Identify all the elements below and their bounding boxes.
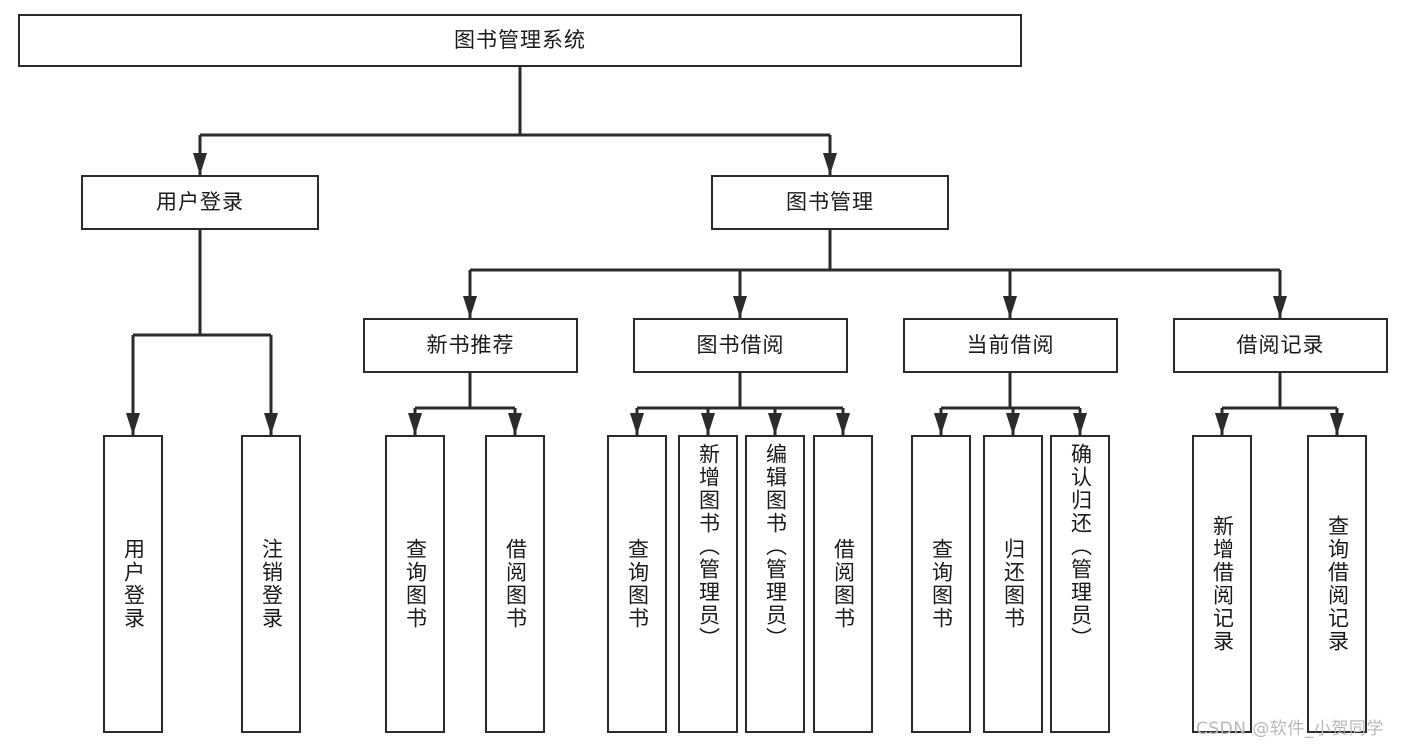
node-label: 图书管理 bbox=[786, 190, 874, 214]
bookmanage-to-level3-arrow-1 bbox=[733, 296, 747, 318]
node-label: 注销登录 bbox=[259, 538, 284, 630]
node-borrow-record[interactable]: 借阅记录 bbox=[1173, 318, 1388, 373]
bookborrow-to-leaves-arrow-2 bbox=[768, 413, 782, 435]
node-leaf-query-book-3[interactable]: 查询图书 bbox=[911, 435, 971, 733]
node-leaf-query-book-1[interactable]: 查询图书 bbox=[385, 435, 445, 733]
newbookrec-to-leaves-arrow-1 bbox=[508, 413, 522, 435]
bookmanage-to-level3-arrow-3 bbox=[1273, 296, 1287, 318]
node-label: 新书推荐 bbox=[426, 333, 515, 357]
bookmanage-to-level3-arrow-2 bbox=[1003, 296, 1017, 318]
node-label: 借阅记录 bbox=[1236, 333, 1325, 357]
node-leaf-logout[interactable]: 注销登录 bbox=[241, 435, 301, 733]
node-label: 用户登录 bbox=[156, 190, 244, 214]
newbookrec-to-leaves-arrow-0 bbox=[408, 413, 422, 435]
node-leaf-edit-book[interactable]: 编辑图书（管理员） bbox=[745, 435, 805, 733]
borrowrecord-to-leaves-arrow-1 bbox=[1330, 413, 1344, 435]
node-label: 新增借阅记录 bbox=[1210, 515, 1235, 653]
node-current-borrow[interactable]: 当前借阅 bbox=[903, 318, 1118, 373]
node-label: 查询借阅记录 bbox=[1325, 515, 1350, 653]
node-root[interactable]: 图书管理系统 bbox=[18, 14, 1022, 67]
root-to-level2-arrow-1 bbox=[823, 153, 837, 175]
node-label: 查询图书 bbox=[929, 538, 954, 630]
node-leaf-query-record[interactable]: 查询借阅记录 bbox=[1307, 435, 1367, 733]
node-label: 用户登录 bbox=[121, 538, 146, 630]
node-label: 借阅图书 bbox=[503, 538, 528, 630]
node-leaf-add-record[interactable]: 新增借阅记录 bbox=[1192, 435, 1252, 733]
node-label: 新增图书（管理员） bbox=[696, 443, 721, 650]
node-leaf-user-login[interactable]: 用户登录 bbox=[103, 435, 163, 733]
node-label: 当前借阅 bbox=[966, 333, 1055, 357]
node-leaf-query-book-2[interactable]: 查询图书 bbox=[607, 435, 667, 733]
node-leaf-borrow-book-2[interactable]: 借阅图书 bbox=[813, 435, 873, 733]
bookborrow-to-leaves-arrow-1 bbox=[701, 413, 715, 435]
node-label: 确认归还（管理员） bbox=[1068, 443, 1093, 650]
node-leaf-add-book[interactable]: 新增图书（管理员） bbox=[678, 435, 738, 733]
userlogin-to-leaves-arrow-0 bbox=[126, 413, 140, 435]
currentborrow-to-leaves-arrow-1 bbox=[1006, 413, 1020, 435]
node-label: 查询图书 bbox=[403, 538, 428, 630]
csdn-watermark: CSDN @软件_小贺同学 bbox=[1196, 719, 1384, 739]
bookborrow-to-leaves-arrow-3 bbox=[836, 413, 850, 435]
borrowrecord-to-leaves-arrow-0 bbox=[1215, 413, 1229, 435]
node-label: 归还图书 bbox=[1001, 538, 1026, 630]
node-new-book-rec[interactable]: 新书推荐 bbox=[363, 318, 578, 373]
userlogin-to-leaves-arrow-1 bbox=[264, 413, 278, 435]
node-leaf-borrow-book-1[interactable]: 借阅图书 bbox=[485, 435, 545, 733]
root-to-level2-arrow-0 bbox=[193, 153, 207, 175]
node-book-manage[interactable]: 图书管理 bbox=[711, 175, 949, 230]
currentborrow-to-leaves-arrow-0 bbox=[934, 413, 948, 435]
node-user-login[interactable]: 用户登录 bbox=[81, 175, 319, 230]
node-book-borrow[interactable]: 图书借阅 bbox=[633, 318, 848, 373]
node-label: 图书借阅 bbox=[696, 333, 785, 357]
node-leaf-return-book[interactable]: 归还图书 bbox=[983, 435, 1043, 733]
bookborrow-to-leaves-arrow-0 bbox=[630, 413, 644, 435]
node-label: 图书管理系统 bbox=[454, 28, 586, 52]
currentborrow-to-leaves-arrow-2 bbox=[1073, 413, 1087, 435]
node-label: 编辑图书（管理员） bbox=[763, 443, 788, 650]
node-label: 借阅图书 bbox=[831, 538, 856, 630]
bookmanage-to-level3-arrow-0 bbox=[463, 296, 477, 318]
node-label: 查询图书 bbox=[625, 538, 650, 630]
node-leaf-confirm-return[interactable]: 确认归还（管理员） bbox=[1050, 435, 1110, 733]
